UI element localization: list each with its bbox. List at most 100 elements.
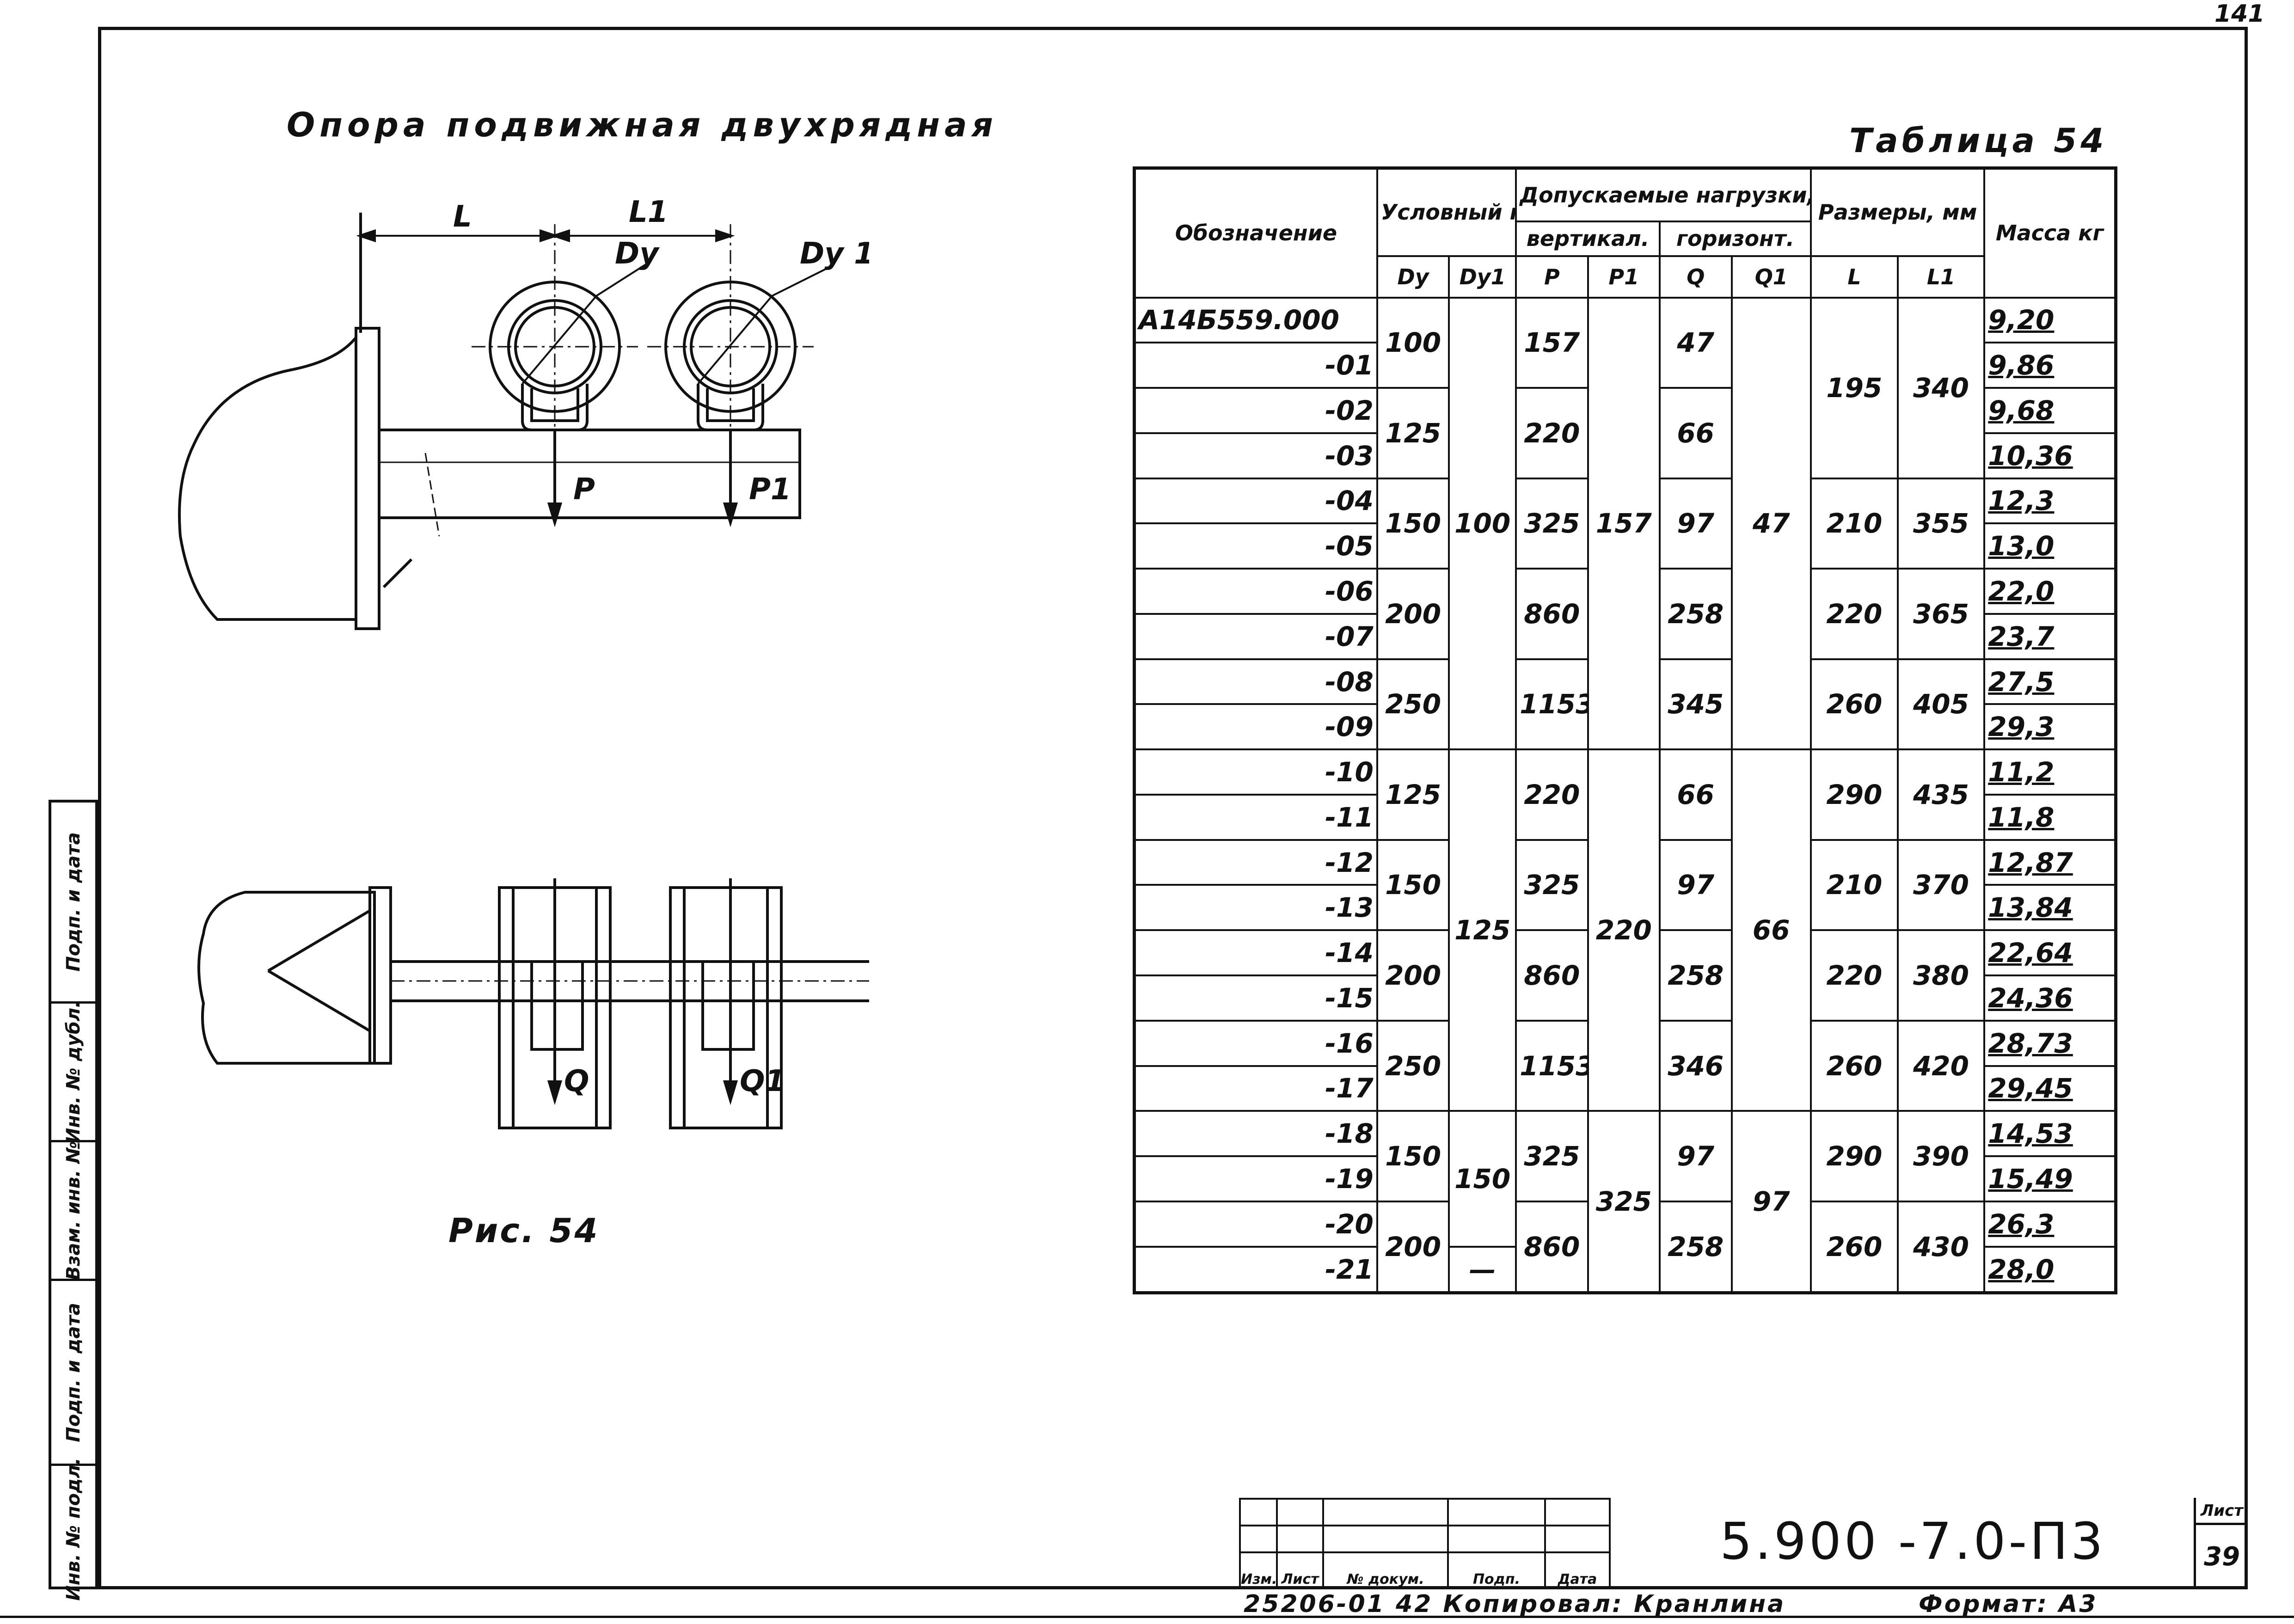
label-dy1: Dy 1 <box>800 237 869 271</box>
l1-cell: 355 <box>1896 477 1986 570</box>
col-l: L <box>1810 255 1899 299</box>
designation-cell: -07 <box>1133 613 1378 660</box>
designation-cell: -16 <box>1133 1019 1378 1067</box>
p-cell: 325 <box>1515 1110 1589 1202</box>
designation-cell: -18 <box>1133 1110 1378 1158</box>
col-change: Изм. <box>1239 1551 1278 1590</box>
col-horizontal: горизонт. <box>1659 220 1812 257</box>
l-cell: 290 <box>1810 1110 1899 1202</box>
designation-cell: -02 <box>1133 387 1378 434</box>
q-cell: 97 <box>1659 839 1733 932</box>
p-cell: 220 <box>1515 748 1589 841</box>
col-loads: Допускаемые нагрузки, кгс <box>1515 167 1812 222</box>
dy-cell: 125 <box>1376 387 1450 479</box>
mass-cell: 24,36 <box>1983 974 2117 1022</box>
mass-cell: 13,0 <box>1983 522 2117 570</box>
mass-cell: 10,36 <box>1983 432 2117 479</box>
designation-cell: -15 <box>1133 974 1378 1022</box>
designation-cell: -17 <box>1133 1065 1378 1112</box>
l-cell: 260 <box>1810 658 1899 751</box>
designation-cell: -10 <box>1133 748 1378 796</box>
col-p1: P1 <box>1587 255 1661 299</box>
col-designation: Обозначение <box>1133 167 1378 299</box>
stamp-cell: Инв. № подл. <box>51 1458 95 1600</box>
col-mass: Масса кг <box>1983 167 2117 299</box>
col-dy: Dy <box>1376 255 1450 299</box>
stamp-text: Инв. № дубл. <box>62 1000 84 1143</box>
col-nominal-bore: Условный проход, мм <box>1376 167 1517 257</box>
mass-cell: 29,45 <box>1983 1065 2117 1112</box>
l-cell: 210 <box>1810 477 1899 570</box>
dy-cell: 200 <box>1376 929 1450 1022</box>
col-dy1: Dy1 <box>1448 255 1517 299</box>
designation-cell: -12 <box>1133 839 1378 886</box>
mass-cell: 9,68 <box>1983 387 2117 434</box>
label-p1: P1 <box>749 472 791 507</box>
mass-cell: 27,5 <box>1983 658 2117 705</box>
col-date: Дата <box>1544 1551 1611 1590</box>
label-l: L <box>453 200 472 234</box>
revision-grid: Изм. Лист № докум. Подп. Дата <box>1239 1498 1611 1590</box>
designation-cell: -05 <box>1133 522 1378 570</box>
stamp-cell: Подп. и дата <box>51 1279 95 1464</box>
mass-cell: 28,0 <box>1983 1245 2117 1294</box>
p-cell: 1153 <box>1515 1019 1589 1112</box>
l-cell: 220 <box>1810 568 1899 660</box>
l1-cell: 390 <box>1896 1110 1986 1202</box>
mass-cell: 11,8 <box>1983 793 2117 841</box>
p-cell: 325 <box>1515 477 1589 570</box>
support-drawing: L L1 Dy Dy 1 P P1 Q Q1 <box>178 195 869 1129</box>
q1-cell: 47 <box>1730 296 1812 751</box>
q-cell: 97 <box>1659 477 1733 570</box>
l-cell: 195 <box>1810 296 1899 479</box>
label-dy: Dy <box>615 237 660 271</box>
stamp-text: Инв. № подл. <box>62 1457 84 1601</box>
dy-cell: 200 <box>1376 1200 1450 1294</box>
mass-cell: 12,3 <box>1983 477 2117 525</box>
label-p: P <box>573 472 595 507</box>
corner-number: 141 <box>2214 0 2265 28</box>
col-q: Q <box>1659 255 1733 299</box>
l1-cell: 370 <box>1896 839 1986 932</box>
l1-cell: 405 <box>1896 658 1986 751</box>
figure-caption: Рис. 54 <box>448 1211 600 1250</box>
mass-cell: 22,0 <box>1983 568 2117 615</box>
col-q1: Q1 <box>1730 255 1812 299</box>
q-cell: 66 <box>1659 748 1733 841</box>
l-cell: 260 <box>1810 1200 1899 1294</box>
dy-cell: 150 <box>1376 477 1450 570</box>
dy1-cell: 125 <box>1448 748 1517 1112</box>
designation-cell: А14Б559.000 <box>1133 296 1378 344</box>
sheet-label: Лист <box>2196 1501 2248 1525</box>
mass-cell: 28,73 <box>1983 1019 2117 1067</box>
l1-cell: 420 <box>1896 1019 1986 1112</box>
p-cell: 1153 <box>1515 658 1589 751</box>
mass-cell: 29,3 <box>1983 703 2117 751</box>
designation-cell: -20 <box>1133 1200 1378 1248</box>
q-cell: 346 <box>1659 1019 1733 1112</box>
spec-table: Обозначение Условный проход, мм Допускае… <box>1133 166 2117 1294</box>
sheet-number: 39 <box>2204 1542 2240 1572</box>
designation-cell: -04 <box>1133 477 1378 525</box>
q-cell: 97 <box>1659 1110 1733 1202</box>
sheet-box: Лист 39 <box>2194 1498 2248 1589</box>
stamp-text: Подп. и дата <box>62 1302 84 1442</box>
q-cell: 258 <box>1659 568 1733 660</box>
dy-cell: 150 <box>1376 1110 1450 1202</box>
dy-cell: 200 <box>1376 568 1450 660</box>
l1-cell: 380 <box>1896 929 1986 1022</box>
col-sizes: Размеры, мм <box>1810 167 1986 257</box>
label-q1: Q1 <box>740 1064 785 1098</box>
p-cell: 325 <box>1515 839 1589 932</box>
format-note: Формат: А3 <box>1919 1590 2098 1618</box>
col-doc-number: № докум. <box>1322 1551 1449 1590</box>
q-cell: 345 <box>1659 658 1733 751</box>
dy1-cell: 150 <box>1448 1110 1517 1248</box>
dy-cell: 150 <box>1376 839 1450 932</box>
q1-cell: 66 <box>1730 748 1812 1112</box>
dy-cell: 125 <box>1376 748 1450 841</box>
q-cell: 47 <box>1659 296 1733 389</box>
label-q: Q <box>564 1064 589 1098</box>
p-cell: 860 <box>1515 929 1589 1022</box>
col-sheet: Лист <box>1276 1551 1324 1590</box>
